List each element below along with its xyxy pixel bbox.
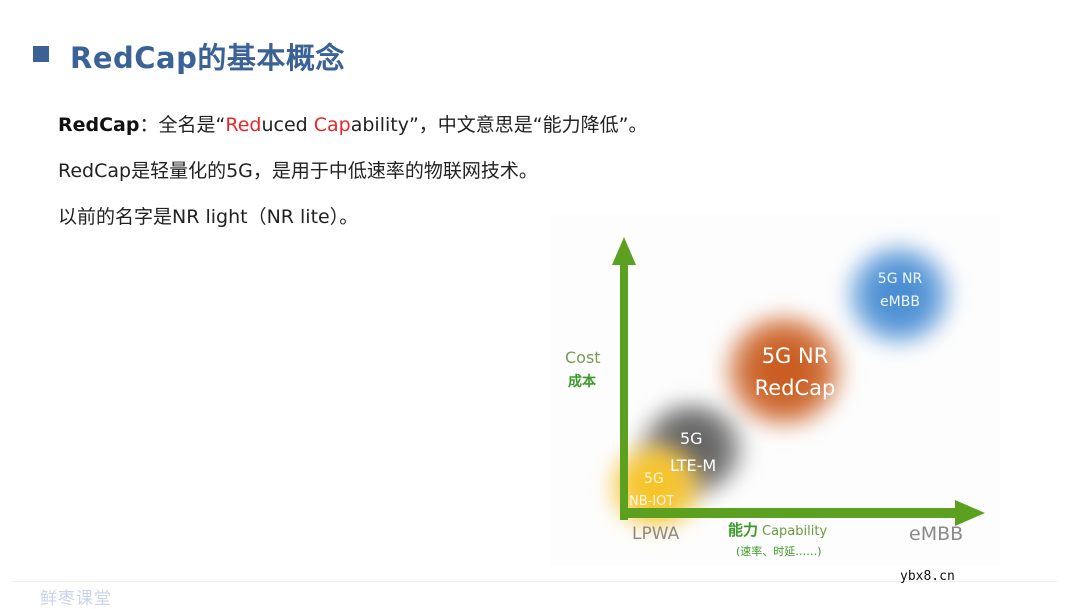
footer-brand-logo: 鲜枣课堂 [40, 589, 112, 609]
embb-label-line1: 5G NR [877, 271, 923, 287]
redcap-label: 5G NR RedCap [730, 341, 860, 404]
nbiot-label-line2: NB-IOT [629, 494, 675, 507]
y-axis-label-zh: 成本 [568, 374, 596, 390]
former-name-line: 以前的名字是NR light（NR lite）。 [58, 206, 359, 228]
redcap-label-line2: RedCap [754, 375, 836, 400]
ltem-label-line1: 5G [680, 429, 703, 448]
redcap-label-line1: 5G NR [761, 344, 829, 368]
description-line: RedCap是轻量化的5G，是用于中低速率的物联网技术。 [58, 160, 538, 182]
x-axis-label-zh: 能力 [728, 521, 759, 539]
definition-line: RedCap：全名是“Reduced Capability”，中文意思是“能力降… [58, 110, 647, 137]
embb-label: 5G NR eMBB [860, 268, 940, 314]
nbiot-label-line1: 5G [644, 471, 664, 487]
text-segment: ability”，中文意思是“能力降低”。 [350, 114, 648, 136]
arrow-up-icon [612, 237, 636, 265]
term-redcap: RedCap [58, 114, 140, 136]
embb-label-line2: eMBB [880, 294, 920, 311]
x-axis-right-end: eMBB [909, 523, 964, 545]
watermark-text: ybx8.cn [900, 569, 955, 584]
ltem-label-line2: LTE-M [670, 456, 717, 475]
redcap-blob [724, 315, 844, 427]
x-axis-left-end: LPWA [632, 524, 680, 544]
footer-divider [12, 581, 1057, 582]
title-bullet-square [33, 46, 49, 62]
page-title: RedCap的基本概念 [70, 41, 345, 75]
x-axis [620, 508, 960, 518]
highlight-red: Red [225, 114, 262, 136]
y-axis [620, 257, 628, 520]
highlight-cap: Cap [313, 114, 351, 136]
embb-blob [846, 245, 952, 345]
capability-cost-diagram: 5G NR eMBB 5G NR RedCap 5G LTE-M 5G NB-IOT… [550, 215, 1000, 565]
x-axis-sublabel: (速率、时延……) [736, 545, 822, 558]
separator: ： [139, 114, 159, 136]
x-axis-label-en: Capability [762, 524, 828, 539]
y-axis-label-en: Cost [565, 348, 601, 367]
text-segment: uced [261, 114, 314, 136]
arrow-right-icon [955, 500, 985, 526]
text-segment: 全名是“ [158, 114, 226, 136]
